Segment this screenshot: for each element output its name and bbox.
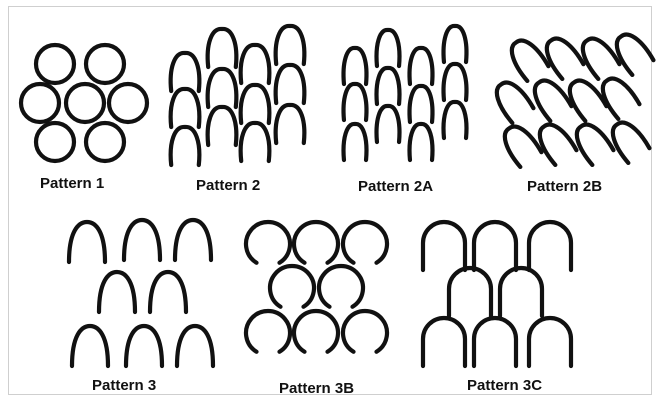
arch-glyph xyxy=(66,219,108,265)
label-pattern-2: Pattern 2 xyxy=(196,177,261,194)
label-pattern-3: Pattern 3 xyxy=(92,377,157,394)
arch-glyph xyxy=(174,323,216,369)
tilted-horseshoe-glyph xyxy=(544,36,586,82)
tilted-horseshoe-glyph xyxy=(502,124,544,170)
u-arch-glyph xyxy=(420,219,468,273)
horseshoe-glyph xyxy=(441,23,469,65)
u-arch-glyph xyxy=(526,315,574,369)
label-pattern-2a: Pattern 2A xyxy=(358,178,434,195)
arch-glyph xyxy=(147,269,189,315)
horseshoe-glyph xyxy=(205,104,239,148)
u-arch-glyph xyxy=(446,265,494,319)
tilted-horseshoe-glyph xyxy=(610,120,652,166)
tilted-horseshoe-glyph xyxy=(614,32,656,78)
tilted-horseshoe-glyph xyxy=(574,122,616,168)
horseshoe-glyph xyxy=(168,50,202,94)
label-pattern-2b: Pattern 2B xyxy=(527,178,603,195)
round-horseshoe-glyph xyxy=(340,219,390,265)
arch-glyph xyxy=(69,323,111,369)
tilted-horseshoe-glyph xyxy=(494,80,536,126)
horseshoe-glyph xyxy=(407,121,435,163)
horseshoe-glyph xyxy=(341,45,369,87)
label-pattern-1: Pattern 1 xyxy=(40,175,105,192)
horseshoe-glyph xyxy=(205,66,239,110)
round-horseshoe-glyph xyxy=(340,308,390,354)
circle-glyph xyxy=(83,120,127,164)
tilted-horseshoe-glyph xyxy=(567,78,609,124)
horseshoe-glyph xyxy=(407,45,435,87)
u-arch-glyph xyxy=(526,219,574,273)
horseshoe-glyph xyxy=(238,42,272,86)
round-horseshoe-glyph xyxy=(291,219,341,265)
label-pattern-3b: Pattern 3B xyxy=(279,380,355,397)
horseshoe-glyph xyxy=(407,83,435,125)
horseshoe-glyph xyxy=(238,82,272,126)
circle-glyph xyxy=(83,42,127,86)
horseshoe-glyph xyxy=(341,121,369,163)
circle-glyph xyxy=(106,81,150,125)
tilted-horseshoe-glyph xyxy=(580,36,622,82)
horseshoe-glyph xyxy=(441,99,469,141)
u-arch-glyph xyxy=(471,315,519,369)
horseshoe-glyph xyxy=(238,120,272,164)
round-horseshoe-glyph xyxy=(267,263,317,309)
horseshoe-glyph xyxy=(374,27,402,69)
circle-glyph xyxy=(63,81,107,125)
horseshoe-glyph xyxy=(168,86,202,130)
label-pattern-3c: Pattern 3C xyxy=(467,377,543,394)
arch-glyph xyxy=(96,269,138,315)
horseshoe-glyph xyxy=(273,62,307,106)
round-horseshoe-glyph xyxy=(316,263,366,309)
horseshoe-glyph xyxy=(374,65,402,107)
round-horseshoe-glyph xyxy=(291,308,341,354)
tilted-horseshoe-glyph xyxy=(537,122,579,168)
round-horseshoe-glyph xyxy=(243,308,293,354)
circle-glyph xyxy=(33,120,77,164)
horseshoe-glyph xyxy=(374,103,402,145)
tilted-horseshoe-glyph xyxy=(600,76,642,122)
arch-glyph xyxy=(123,323,165,369)
horseshoe-glyph xyxy=(205,26,239,70)
figure-frame xyxy=(8,6,652,395)
u-arch-glyph xyxy=(497,265,545,319)
arch-glyph xyxy=(121,217,163,263)
u-arch-glyph xyxy=(471,219,519,273)
circle-glyph xyxy=(33,42,77,86)
round-horseshoe-glyph xyxy=(243,219,293,265)
u-arch-glyph xyxy=(420,315,468,369)
horseshoe-glyph xyxy=(168,124,202,168)
circle-glyph xyxy=(18,81,62,125)
arch-glyph xyxy=(172,217,214,263)
horseshoe-glyph xyxy=(273,23,307,67)
horseshoe-glyph xyxy=(273,102,307,146)
horseshoe-glyph xyxy=(341,81,369,123)
tilted-horseshoe-glyph xyxy=(532,78,574,124)
horseshoe-glyph xyxy=(441,61,469,103)
tilted-horseshoe-glyph xyxy=(509,38,551,84)
